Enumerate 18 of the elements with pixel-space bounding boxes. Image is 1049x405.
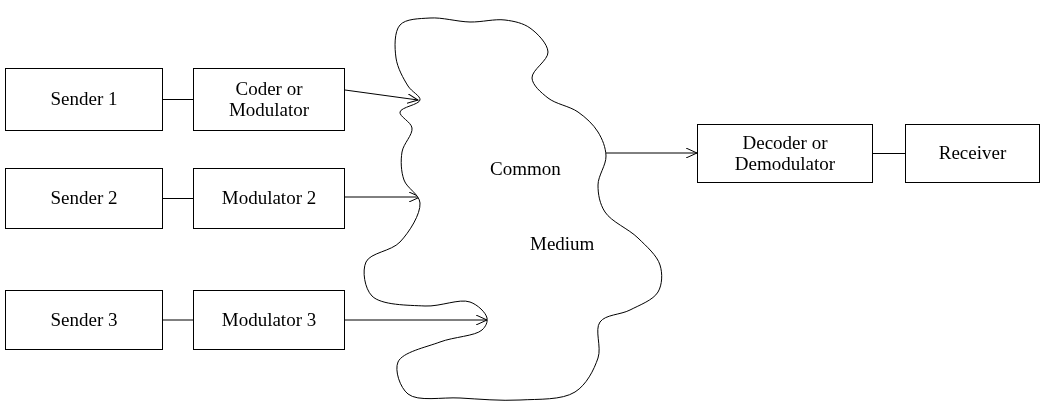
process-box: Receiver	[905, 124, 1040, 183]
connector-line	[872, 153, 906, 154]
arrow	[344, 89, 419, 104]
process-box: Decoder or Demodulator	[697, 124, 873, 183]
process-box: Sender 2	[5, 168, 163, 229]
arrow	[605, 147, 698, 159]
process-box: Coder or Modulator	[193, 68, 345, 131]
process-box: Modulator 2	[193, 168, 345, 229]
process-box: Sender 1	[5, 68, 163, 131]
connector-line	[162, 319, 194, 321]
process-box: Modulator 3	[193, 290, 345, 350]
connector-line	[162, 99, 194, 100]
connector-line	[162, 198, 194, 199]
medium-label: Medium	[530, 233, 595, 255]
medium-label: Common	[490, 158, 561, 180]
arrow	[344, 191, 421, 203]
arrow	[344, 314, 488, 326]
process-box: Sender 3	[5, 290, 163, 350]
